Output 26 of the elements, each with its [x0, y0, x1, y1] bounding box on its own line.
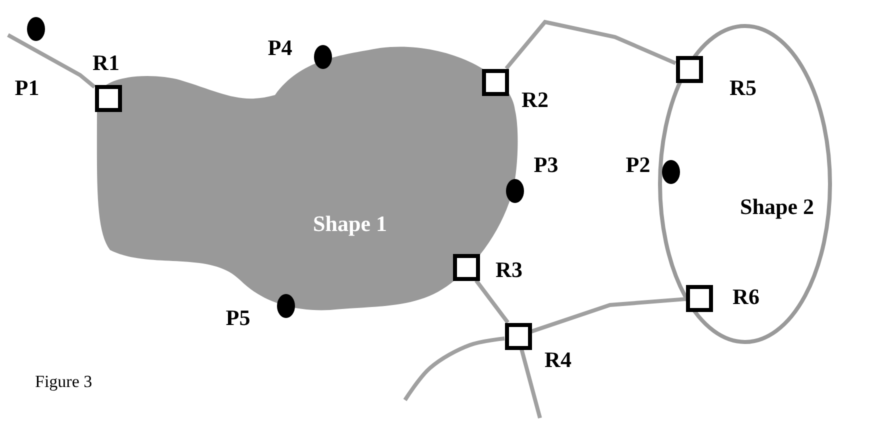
route-line	[504, 20, 676, 70]
marker-label: R6	[732, 286, 760, 308]
route-line	[474, 279, 510, 324]
point-marker	[506, 179, 524, 203]
marker-label: P1	[14, 77, 40, 99]
figure-caption: Figure 3	[35, 372, 92, 392]
marker-label: R2	[522, 89, 548, 111]
marker-label: R3	[496, 259, 522, 281]
marker-label: P4	[268, 37, 292, 59]
route-line	[7, 33, 96, 88]
marker-label: P2	[626, 154, 650, 176]
point-marker	[27, 17, 45, 41]
point-marker	[277, 294, 295, 318]
square-marker	[504, 322, 532, 350]
marker-label: R5	[730, 77, 756, 99]
shape-label: Shape 1	[313, 213, 387, 235]
square-marker	[94, 84, 122, 112]
route-line	[530, 297, 686, 334]
marker-label: R4	[544, 349, 572, 371]
route-line	[520, 348, 542, 419]
point-marker	[314, 45, 332, 69]
shape-label: Shape 2	[740, 196, 814, 218]
marker-label: P5	[226, 307, 250, 329]
marker-label: R1	[92, 52, 120, 74]
route-line	[403, 336, 505, 402]
marker-label: P3	[534, 154, 558, 176]
